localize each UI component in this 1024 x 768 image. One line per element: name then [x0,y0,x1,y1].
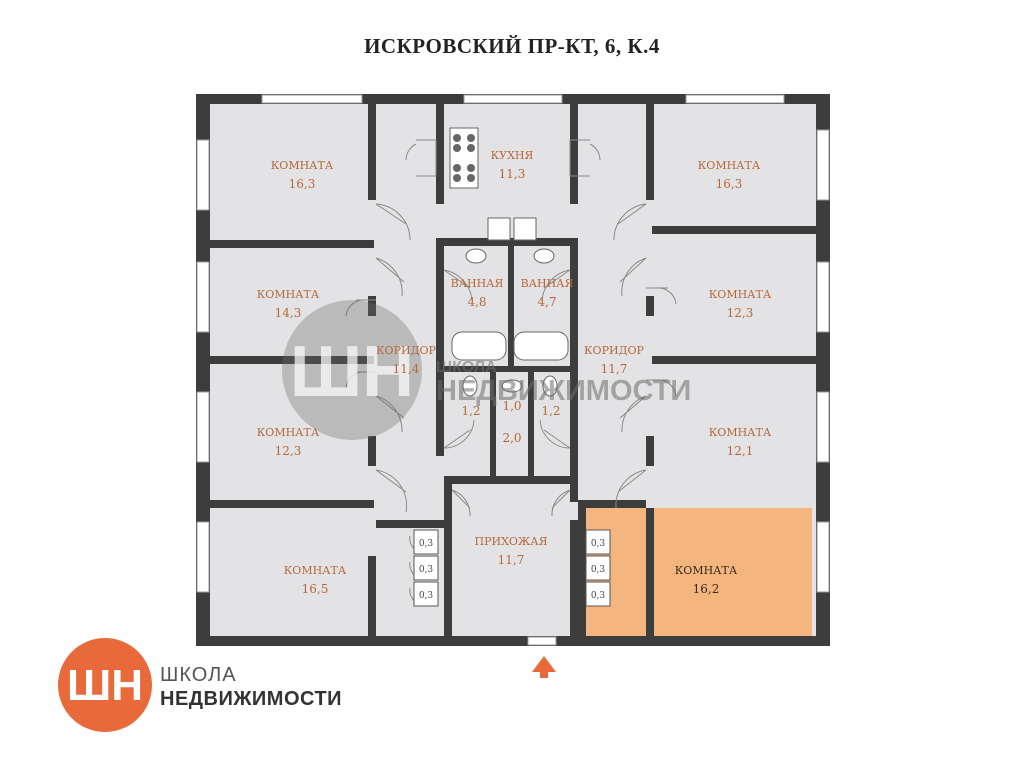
kitchen-label: КУХНЯ [491,149,534,162]
entrance-arrow-icon [532,656,556,678]
room-br2-label: КОМНАТА [675,564,738,577]
closet-l3-area: 0,3 [419,591,434,601]
room-br1-area: 12,1 [727,444,754,458]
logo-mark-icon: ШН [58,638,152,732]
room-bl1-label: КОМНАТА [257,426,320,439]
highlighted-room [586,508,812,636]
room-ml-label: КОМНАТА [257,288,320,301]
sink-icons [465,217,555,264]
room-tr-area: 16,3 [716,177,743,191]
corridor-r-label: КОРИДОР [584,344,644,357]
closet-l2-area: 0,3 [419,565,434,575]
room-mr-label: КОМНАТА [709,288,772,301]
closet-l1-area: 0,3 [419,539,434,549]
bath-r-area: 4,7 [537,295,556,309]
logo-line1: ШКОЛА [160,664,237,686]
closet-r1-area: 0,3 [591,539,606,549]
closets [413,529,611,607]
watermark-mark: ШН [290,332,414,412]
hallway-label: ПРИХОЖАЯ [474,535,547,548]
hallway-area: 11,7 [498,553,525,567]
watermark-line2: НЕДВИЖИМОСТИ [436,375,691,407]
room-bl2-label: КОМНАТА [284,564,347,577]
interior-walls [210,104,816,636]
closet-r3-area: 0,3 [591,591,606,601]
toilet-icons [462,375,558,397]
brand-logo: ШН ШКОЛА НЕДВИЖИМОСТИ [58,638,348,734]
stove-icon [449,127,479,189]
room-br2-area: 16,2 [693,582,720,596]
wc-m-area: 1,0 [502,399,521,413]
bath-l-label: ВАННАЯ [451,277,504,290]
windows [196,94,830,646]
wc-l-area: 1,2 [461,404,480,418]
hall-small-area: 2,0 [502,431,521,445]
door-swings [375,203,647,517]
watermark: ШН ШКОЛА НЕДВИЖИМОСТИ [282,300,691,440]
corridor-l-label: КОРИДОР [376,344,436,357]
wc-r-area: 1,2 [541,404,560,418]
room-tl-area: 16,3 [289,177,316,191]
room-bl2-area: 16,5 [302,582,329,596]
watermark-line1: ШКОЛА [436,359,497,376]
bathtub-icons [451,331,569,361]
room-ml-area: 14,3 [275,306,302,320]
bath-r-label: ВАННАЯ [521,277,574,290]
logo-line2: НЕДВИЖИМОСТИ [160,688,343,710]
room-tr-label: КОМНАТА [698,159,761,172]
logo-mark-text: ШН [67,661,143,710]
corridor-r-area: 11,7 [601,362,628,376]
room-tl-label: КОМНАТА [271,159,334,172]
bath-l-area: 4,8 [467,295,486,309]
plan-title: ИСКРОВСКИЙ ПР-КТ, 6, К.4 [364,34,660,58]
room-br1-label: КОМНАТА [709,426,772,439]
room-mr-area: 12,3 [727,306,754,320]
room-labels: КОМНАТА 16,3 КУХНЯ 11,3 КОМНАТА 16,3 КОМ… [257,149,772,601]
kitchen-area: 11,3 [499,167,526,181]
room-bl1-area: 12,3 [275,444,302,458]
corridor-l-area: 11,4 [393,362,420,376]
closet-r2-area: 0,3 [591,565,606,575]
